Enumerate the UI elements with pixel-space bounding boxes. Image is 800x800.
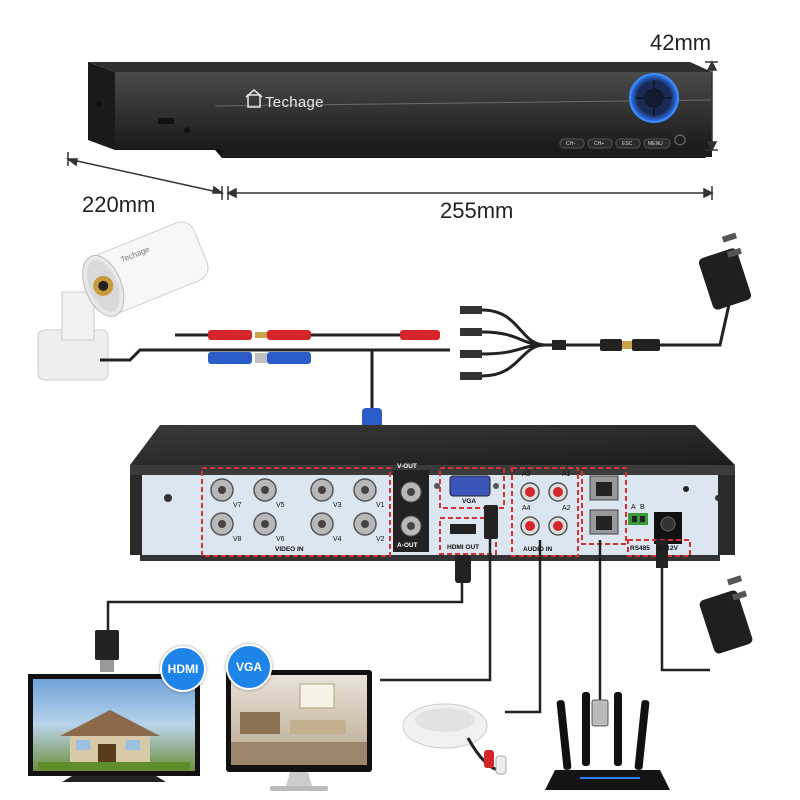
ch-plus-label: CH+: [594, 141, 605, 147]
rs485-label: RS485: [630, 545, 650, 552]
bullet-camera: [37, 221, 209, 381]
label-a3: A3: [522, 471, 531, 478]
video-in-group: [201, 467, 391, 557]
ch-minus-label: CH-: [566, 141, 575, 147]
camera-arm: [61, 291, 95, 341]
front-brand-label: Techage: [265, 94, 324, 111]
power-adapter-bottom: [699, 575, 753, 654]
hdmi-monitor: [28, 674, 200, 782]
label-v3: V3: [333, 502, 342, 509]
rs485-pin-b: B: [640, 504, 645, 511]
dvr-side: [88, 62, 115, 150]
router: [545, 692, 670, 790]
techage-logo-icon: [247, 94, 261, 108]
rj45-plug: [591, 699, 609, 727]
hdmi-cable-end: [95, 630, 119, 660]
hdmi-out-label: HDMI OUT: [447, 544, 480, 551]
red-rca-connector: [208, 330, 252, 340]
esc-button: [615, 138, 641, 149]
rs485-pin-a: A: [631, 504, 636, 511]
label-a4: A4: [522, 505, 531, 512]
dc-plug: [656, 540, 668, 568]
ch-minus-button: [559, 138, 585, 149]
rear-panel: [140, 475, 720, 555]
height-dimension: 42mm: [650, 30, 712, 55]
power-adapter-top: [698, 232, 752, 310]
power-splitter: [460, 299, 732, 380]
vga-group: [439, 467, 505, 509]
audio-in-label: AUDIO IN: [523, 546, 553, 553]
label-v5: V5: [276, 502, 285, 509]
vga-badge: VGA: [226, 644, 272, 690]
dvr-rear-top: [130, 425, 735, 465]
blue-bnc-connector: [208, 352, 252, 364]
dvr-top-edge: [88, 62, 712, 72]
esc-label: ESC: [622, 141, 633, 147]
menu-label: MENU: [648, 141, 663, 147]
hdmi-plug: [455, 555, 471, 583]
vga-label: VGA: [462, 498, 477, 505]
lan-group: [581, 467, 627, 545]
vga-plug: [484, 505, 498, 539]
vga-monitor: [226, 670, 372, 791]
rear-cables: [106, 520, 710, 714]
v-out-label: V-OUT: [397, 463, 417, 470]
label-v6: V6: [276, 536, 285, 543]
dc12v-label: DC12V: [657, 545, 678, 552]
screw: [184, 127, 190, 133]
a-out-label: A-OUT: [397, 542, 418, 549]
label-a1: A1: [562, 471, 571, 478]
depth-dimension: 220mm: [82, 192, 156, 217]
red-power-connector: [400, 330, 440, 340]
menu-button: [643, 138, 671, 149]
label-v8: V8: [233, 536, 242, 543]
label-v7: V7: [233, 502, 242, 509]
label-v2: V2: [376, 536, 385, 543]
label-v4: V4: [333, 536, 342, 543]
audio-in-group: [511, 467, 579, 557]
dimension-lines: [65, 60, 718, 200]
label-a2: A2: [562, 505, 571, 512]
power-indicator: [674, 134, 686, 146]
label-v1: V1: [376, 502, 385, 509]
microphone: [402, 703, 507, 775]
video-in-label: VIDEO IN: [275, 546, 304, 553]
ch-plus-button: [587, 138, 613, 149]
width-dimension: 255mm: [440, 198, 514, 223]
dvr-front-face: [115, 72, 712, 150]
dvr-front-view: [88, 62, 713, 158]
dvr-rear-view: [130, 425, 735, 561]
ventilation-slot: [158, 118, 174, 124]
hdmi-badge: HDMI: [160, 646, 206, 692]
screw: [96, 101, 102, 107]
